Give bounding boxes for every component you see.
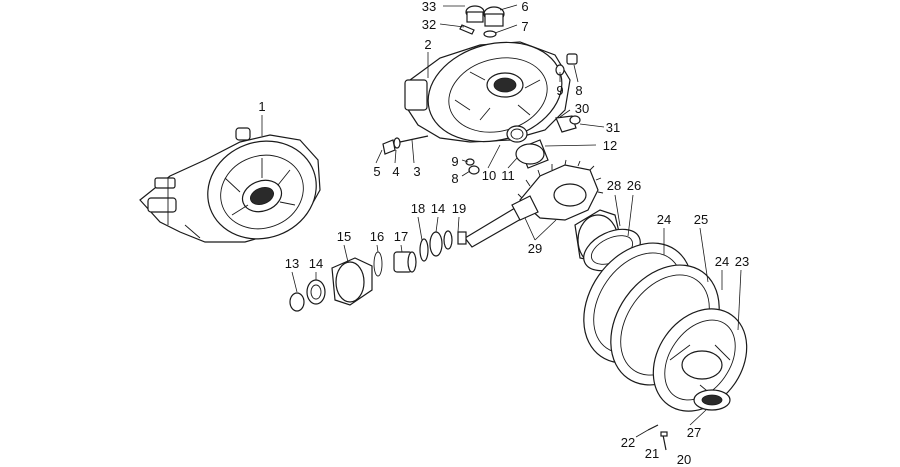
callout-7: 7	[521, 19, 528, 34]
callout-2: 2	[424, 37, 431, 52]
callout-24-upper: 24	[657, 212, 671, 227]
callout-9-upper: 9	[556, 83, 563, 98]
callout-20: 20	[677, 452, 691, 467]
callout-labels: 1 2 3 4 5 6 7 8 8 9 9 10 11 12 13 14 14 …	[258, 0, 749, 467]
callout-21: 21	[645, 446, 659, 461]
callout-4: 4	[392, 164, 399, 179]
assembled-drive-housing	[139, 127, 321, 243]
seal-27	[693, 389, 731, 411]
callout-6: 6	[521, 0, 528, 14]
callout-26: 26	[627, 178, 641, 193]
gaskets-and-cover	[583, 242, 748, 412]
callout-15: 15	[337, 229, 351, 244]
callout-32: 32	[422, 17, 436, 32]
fasteners	[382, 53, 578, 175]
callout-27: 27	[687, 425, 701, 440]
callout-12: 12	[603, 138, 617, 153]
callout-9-lower: 9	[451, 154, 458, 169]
callout-33: 33	[422, 0, 436, 14]
housing-exploded	[404, 41, 571, 143]
callout-25: 25	[694, 212, 708, 227]
top-fittings	[459, 5, 505, 38]
bearing-set-10-12	[506, 125, 549, 169]
callout-11: 11	[501, 168, 515, 183]
callout-28: 28	[607, 178, 621, 193]
callout-3: 3	[413, 164, 420, 179]
callout-14-left: 14	[309, 256, 323, 271]
leader-lines	[261, 4, 742, 438]
callout-1: 1	[258, 99, 265, 114]
callout-17: 17	[394, 229, 408, 244]
callout-13: 13	[285, 256, 299, 271]
callout-5: 5	[373, 164, 380, 179]
callout-23: 23	[735, 254, 749, 269]
shaft-parts-13-19	[289, 230, 467, 312]
callout-29: 29	[528, 241, 542, 256]
pinion-shaft	[464, 195, 539, 248]
callout-22: 22	[621, 435, 635, 450]
callout-8-upper: 8	[575, 83, 582, 98]
callout-24-lower: 24	[715, 254, 729, 269]
callout-18: 18	[411, 201, 425, 216]
callout-8-lower: 8	[451, 171, 458, 186]
callout-31: 31	[606, 120, 620, 135]
part-30-31	[555, 115, 581, 133]
callout-16: 16	[370, 229, 384, 244]
callout-30: 30	[575, 101, 589, 116]
callout-14-right: 14	[431, 201, 445, 216]
callout-19: 19	[452, 201, 466, 216]
callout-10: 10	[482, 168, 496, 183]
pins-20-22	[647, 424, 668, 451]
crown-gear	[517, 159, 604, 221]
